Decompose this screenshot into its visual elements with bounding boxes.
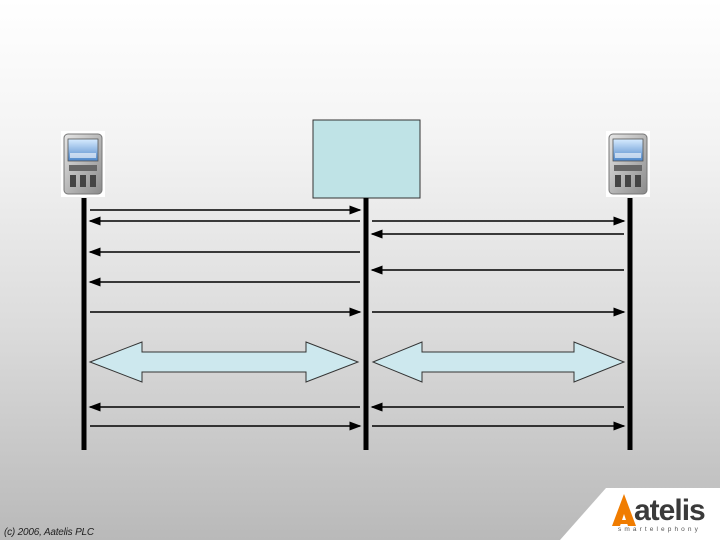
company-logo: atelis smartelephony <box>604 488 720 540</box>
server-box <box>312 119 421 199</box>
left-phone-icon <box>61 131 105 197</box>
media-stream-arrow-left <box>88 341 360 383</box>
right-phone-icon <box>606 131 650 197</box>
logo-wordmark: atelis <box>634 494 706 527</box>
logo-panel <box>560 488 720 540</box>
media-stream-arrow-right <box>371 341 626 383</box>
logo-tagline: smartelephony <box>618 526 701 533</box>
aatelis-logo-mark <box>612 494 636 526</box>
copyright-text: (c) 2006, Aatelis PLC <box>4 527 94 538</box>
